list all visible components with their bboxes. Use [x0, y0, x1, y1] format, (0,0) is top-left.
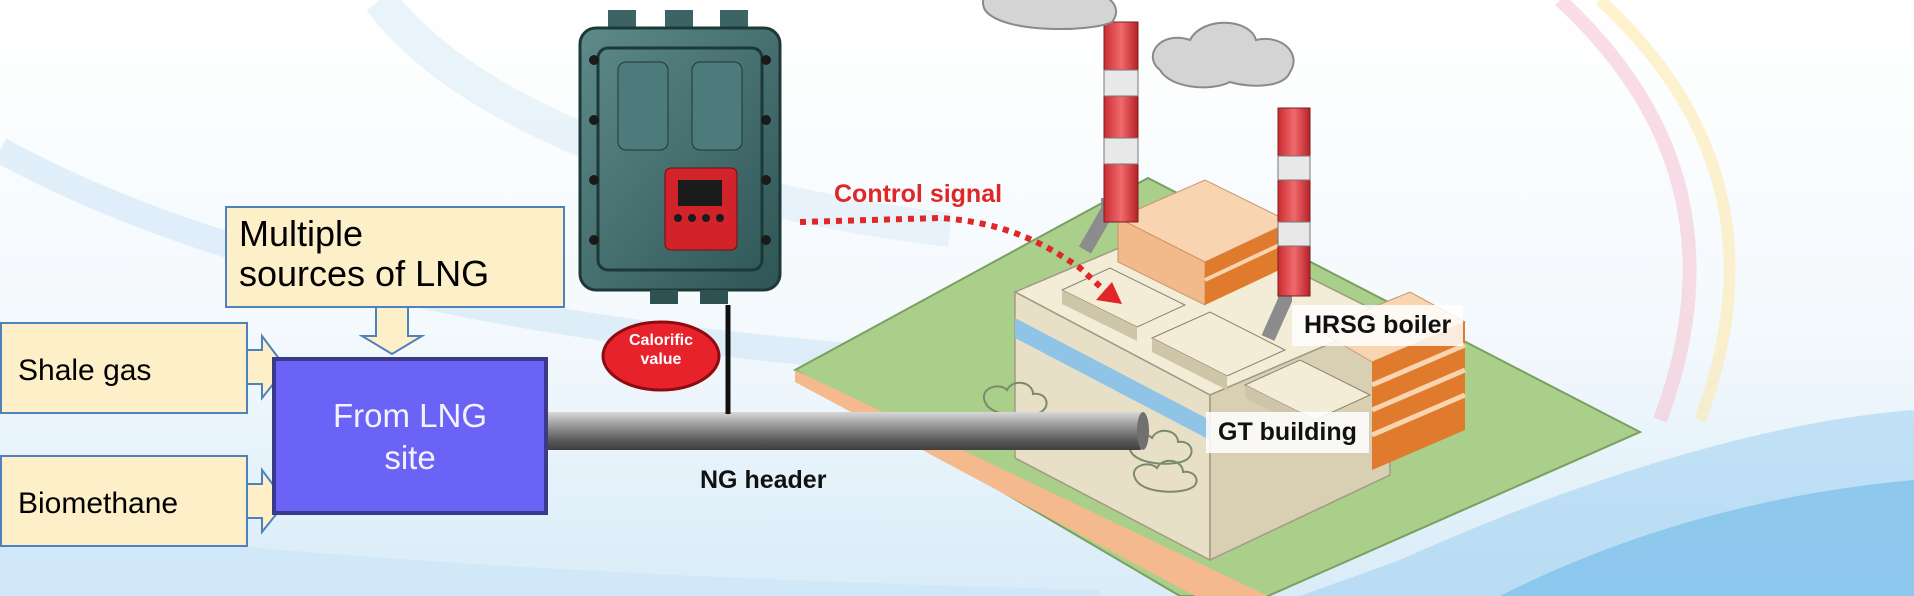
calorimeter-device	[578, 10, 782, 304]
calorific-value-label: Calorific value	[628, 332, 693, 368]
biomethane-callout: Biomethane	[0, 455, 248, 547]
hrsg-boiler-label: HRSG boiler	[1292, 305, 1464, 346]
control-signal-arrow	[799, 214, 1122, 304]
biomethane-text: Biomethane	[18, 487, 179, 520]
lng-sources-text: Multiple sources of LNG	[239, 213, 490, 294]
calorific-value-bubble	[601, 320, 721, 392]
ng-header-pipe	[545, 412, 1149, 450]
shale-gas-callout: Shale gas	[0, 322, 248, 414]
shale-gas-text: Shale gas	[18, 354, 152, 387]
ng-header-label: NG header	[700, 466, 827, 494]
exhaust-stacks	[1103, 21, 1311, 297]
lng-site-box: From LNG site	[272, 357, 548, 515]
callout-arrows	[245, 305, 426, 535]
gt-building-label: GT building	[1206, 412, 1369, 453]
lng-site-label: From LNG site	[332, 397, 487, 476]
smoke-clouds	[982, 0, 1295, 89]
control-signal-label: Control signal	[834, 180, 1003, 208]
lng-sources-callout: Multiple sources of LNG	[225, 206, 565, 308]
